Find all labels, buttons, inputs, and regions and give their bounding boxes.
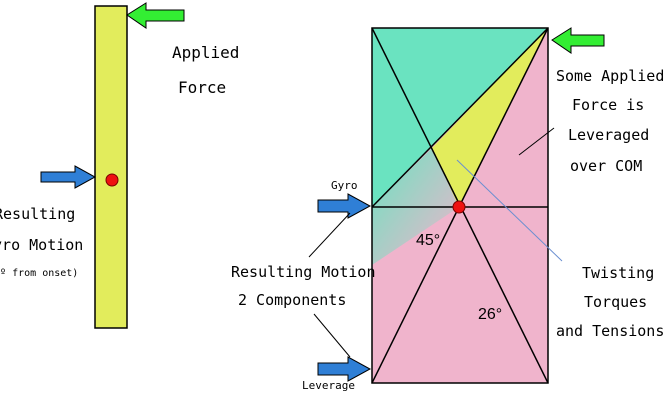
- center-dot-right: [452, 200, 466, 214]
- applied-force-label-line2: Force: [178, 78, 226, 97]
- twisting-label-line1: Twisting: [582, 264, 654, 282]
- yellow-triangle: [432, 28, 548, 207]
- some-applied-label-line3: Leveraged: [568, 126, 649, 144]
- resulting-motion-label-line2: 2 Components: [238, 291, 346, 309]
- applied-force-arrow-left: [126, 2, 185, 29]
- angle-26-label: 26°: [478, 306, 502, 323]
- resulting-motion-label-line1: Resulting Motion: [231, 263, 376, 281]
- gyro-label: Gyro: [331, 179, 358, 192]
- pointer-to-twisting: [456, 159, 563, 262]
- twisting-label-line3: and Tensions: [556, 322, 664, 340]
- rectangle-outline: [371, 27, 549, 384]
- gyro-arrow-right: [317, 193, 372, 219]
- center-dot-left: [105, 173, 119, 187]
- diagonal-line-steep: [458, 27, 549, 208]
- some-applied-label-line1: Some Applied: [556, 67, 664, 85]
- resulting-gyro-label-line2: Gyro Motion: [0, 236, 83, 254]
- pointer-to-leverage: [313, 313, 351, 358]
- some-applied-label-line4: over COM: [570, 157, 642, 175]
- resulting-gyro-label-line1: Resulting: [0, 205, 75, 223]
- gyro-motion-arrow-left: [40, 165, 97, 189]
- twisting-label-line2: Torques: [584, 293, 647, 311]
- resulting-gyro-label-line3: (90º from onset): [0, 268, 78, 279]
- applied-force-label-line1: Applied: [172, 43, 239, 62]
- diagonal-line-upper: [371, 27, 549, 208]
- applied-force-arrow-right: [551, 27, 605, 54]
- leverage-arrow-right: [317, 356, 372, 382]
- some-applied-label-line2: Force is: [572, 96, 644, 114]
- leverage-label: Leverage: [302, 379, 355, 392]
- angle-45-label: 45°: [416, 232, 440, 249]
- pointer-to-gyro: [308, 212, 351, 258]
- pointer-to-leveraged: [518, 127, 555, 156]
- yellow-bar: [94, 5, 128, 329]
- diagonal-line-lower: [371, 206, 460, 384]
